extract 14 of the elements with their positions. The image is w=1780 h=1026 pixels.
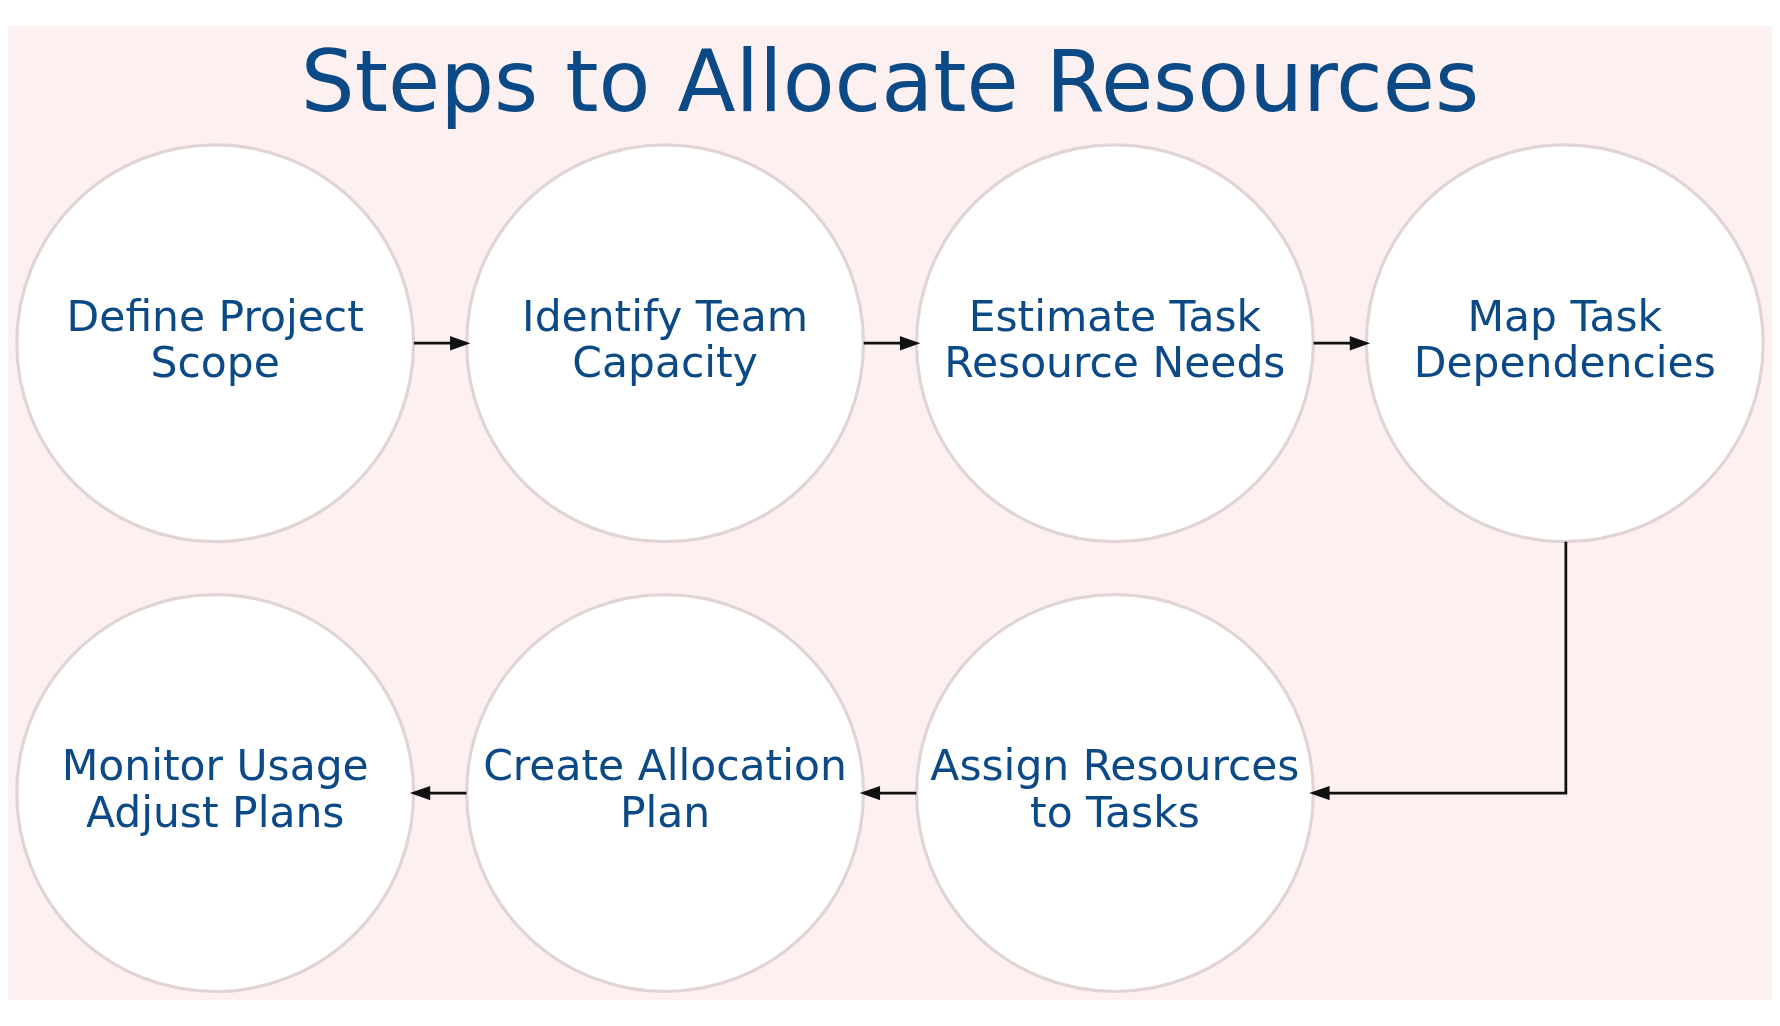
arrow: [859, 785, 917, 801]
arrow: [409, 785, 467, 801]
arrow: [1309, 541, 1568, 801]
arrow: [863, 336, 921, 351]
node-circle: Create Allocation Plan: [465, 593, 866, 994]
node-circle: Monitor Usage Adjust Plans: [15, 593, 416, 994]
node-circle: Map Task Dependencies: [1364, 143, 1765, 544]
diagram-title: Steps to Allocate Resources: [300, 31, 1480, 131]
node-circle: Define Project Scope: [15, 143, 416, 544]
node-circle: Identify Team Capacity: [465, 143, 866, 544]
arrow: [1313, 336, 1371, 351]
arrow: [413, 336, 471, 351]
node-circle: Estimate Task Resource Needs: [914, 143, 1315, 544]
node-circle: Assign Resources to Tasks: [914, 593, 1315, 994]
